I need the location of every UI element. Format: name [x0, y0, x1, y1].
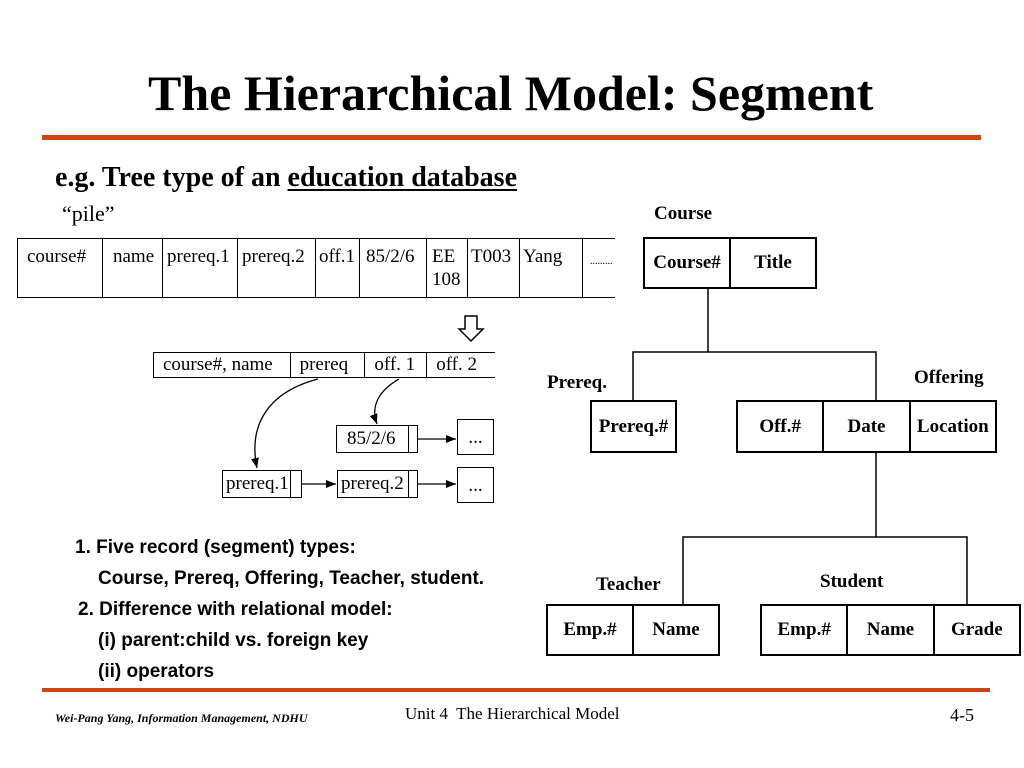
pile-field: name [103, 239, 163, 297]
note-line: Course, Prereq, Offering, Teacher, stude… [98, 568, 485, 589]
title-divider [42, 135, 981, 140]
footer-author: Wei-Pang Yang, Information Management, N… [55, 711, 308, 725]
segment-field: Emp.# [563, 619, 617, 640]
segment-field: Location [908, 402, 995, 451]
prereq1-pointer-value: prereq.1 [226, 473, 289, 494]
segment-field: Date [822, 402, 908, 451]
pile-field: 85/2/6 [360, 239, 427, 297]
segment-field: Title [729, 239, 815, 287]
pile-field: T003 [468, 239, 520, 297]
footer-page-number: 4-5 [950, 705, 974, 725]
offering-next-box: ... [457, 419, 494, 455]
prereq-next-box: ... [457, 467, 494, 503]
segment-field: Name [632, 606, 718, 654]
segment-field: prereq [291, 353, 366, 377]
prereq2-pointer-value: prereq.2 [341, 473, 404, 494]
segment-student: Emp.# Name Grade [760, 604, 1021, 656]
pile-field: course# [18, 239, 103, 297]
note-line: 2. Difference with relational model: [78, 599, 393, 620]
pile-field: off.1 [316, 239, 360, 297]
pile-field: Yang [520, 239, 583, 297]
segment-field: Prereq.# [598, 415, 669, 437]
pile-field: prereq.1 [163, 239, 238, 297]
segment-label-student: Student [820, 571, 884, 592]
pile-record: course# name prereq.1 prereq.2 off.1 85/… [17, 238, 615, 298]
pointer-cell [408, 471, 417, 497]
prereq2-pointer-box: prereq.2 [337, 470, 418, 498]
pile-label: “pile” [62, 201, 115, 226]
hollow-down-arrow-icon [457, 315, 485, 343]
segment-field: off. 1 [365, 353, 428, 377]
segment-label-prereq: Prereq. [547, 372, 607, 393]
pile-field: EE 108 [427, 239, 468, 297]
segment-record: course#, name prereq off. 1 off. 2 [153, 352, 495, 378]
segment-label-offering: Offering [914, 367, 984, 388]
pile-field: prereq.2 [238, 239, 316, 297]
segment-field: Emp.# [777, 619, 831, 640]
segment-field: Name [846, 606, 932, 654]
footer-divider [42, 688, 990, 692]
pointer-cell [290, 471, 301, 497]
segment-field: course#, name [154, 353, 291, 377]
segment-course: Course# Title [643, 237, 817, 289]
segment-label-course: Course [654, 203, 713, 224]
segment-label-teacher: Teacher [596, 574, 661, 595]
offering-pointer-box: 85/2/6 [336, 425, 418, 453]
prereq1-pointer-box: prereq.1 [222, 470, 302, 498]
pile-continuation: ......... [590, 256, 613, 267]
pointer-arrow-prereq-to-prereq1 [251, 378, 319, 469]
segment-field: Off.# [759, 415, 801, 437]
segment-field: Grade [932, 606, 1019, 654]
footer-unit-title: Unit 4 The Hierarchical Model [405, 704, 620, 723]
slide-title: The Hierarchical Model: Segment [148, 65, 874, 121]
tree-branch-course-children [632, 351, 877, 400]
pointer-arrow-offering-to-first [369, 378, 400, 425]
segment-field: Course# [653, 252, 721, 273]
example-heading: e.g. Tree type of an education database [55, 164, 517, 192]
example-heading-text: e.g. Tree type of an [55, 162, 288, 193]
note-line: (i) parent:child vs. foreign key [98, 630, 369, 651]
segment-prereq: Prereq.# [590, 400, 677, 453]
segment-teacher: Emp.# Name [546, 604, 720, 656]
offering-pointer-value: 85/2/6 [347, 428, 396, 449]
note-line: 1. Five record (segment) types: [75, 537, 356, 558]
note-line: (ii) operators [98, 661, 215, 682]
example-heading-underlined: education database [287, 162, 517, 193]
segment-field: off. 2 [436, 354, 477, 375]
segment-offering: Off.# Date Location [736, 400, 997, 453]
pointer-cell [408, 426, 417, 452]
